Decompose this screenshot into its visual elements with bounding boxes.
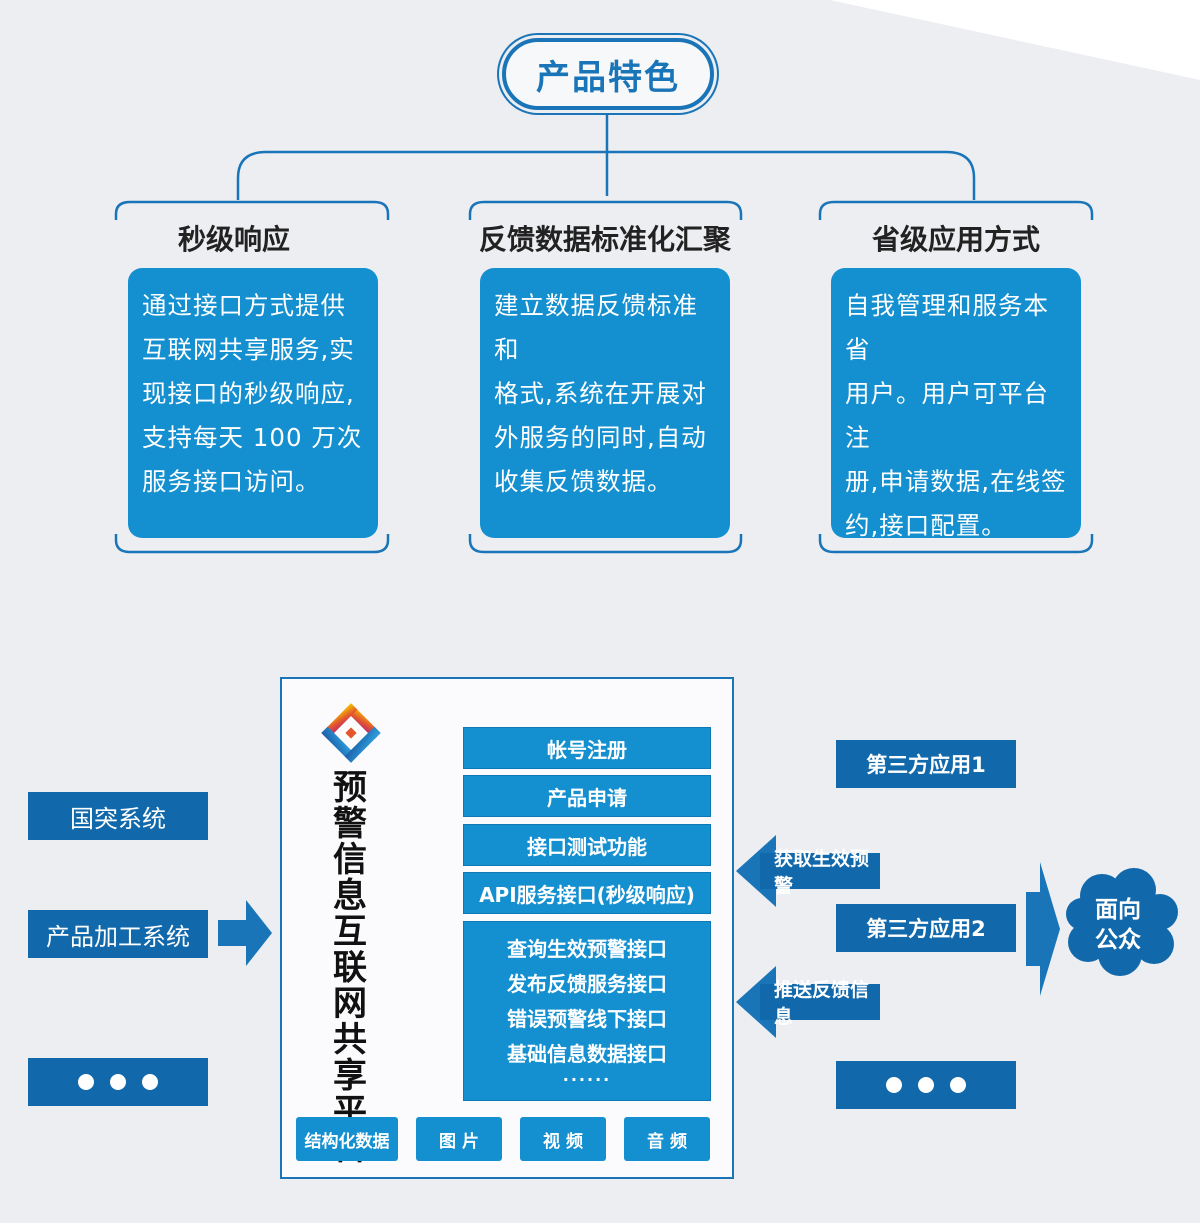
public-label: 面向 公众 [1078,895,1158,955]
feature-line: 用户。用户可平台注 [845,379,1049,452]
system-guotu: 国突系统 [28,792,208,840]
platform-title-vertical: 预 警 信 息 互 联 网 共 享 平 台 [330,770,370,1166]
dot [886,1077,902,1093]
feature-line: 通过接口方式提供 [142,291,346,320]
feature-line: 互联网共享服务,实 [142,335,355,364]
feature-title-3: 省级应用方式 [871,223,1040,256]
public-label-line: 面向 [1095,897,1141,923]
media-audio[interactable]: 音 频 [624,1117,710,1161]
title-char: 网 [333,984,367,1024]
title-char: 共 [333,1020,367,1060]
feature-line: 格式,系统在开展对 [494,379,707,408]
more-systems-ellipsis [28,1058,208,1106]
media-image[interactable]: 图 片 [416,1117,502,1161]
feature-line: 服务接口访问。 [142,467,321,496]
menu-interface-test[interactable]: 接口测试功能 [463,824,711,866]
arrow-right-icon [1026,862,1060,996]
title-char: 警 [333,804,367,844]
dot [142,1074,158,1090]
dot [78,1074,94,1090]
api-item: 查询生效预警接口 [507,937,667,961]
platform-logo [321,703,381,763]
feature-line: 收集反馈数据。 [494,467,673,496]
title-char: 享 [333,1056,367,1096]
media-structured-data[interactable]: 结构化数据 [296,1117,398,1161]
feature-line: 册,申请数据,在线签 [845,467,1067,496]
third-party-app-1: 第三方应用1 [836,740,1016,788]
media-video[interactable]: 视 频 [520,1117,606,1161]
more-apps-ellipsis [836,1061,1016,1109]
dot [918,1077,934,1093]
title-char: 息 [333,876,367,916]
dot [950,1077,966,1093]
third-party-app-2: 第三方应用2 [836,904,1016,952]
feature-box-1: 通过接口方式提供 互联网共享服务,实 现接口的秒级响应, 支持每天 100 万次… [128,268,378,538]
corner-decoration [830,0,1200,80]
menu-api-service[interactable]: API服务接口(秒级响应) [463,872,711,914]
title-char: 互 [333,912,367,952]
feature-line: 外服务的同时,自动 [494,423,707,452]
api-item: 基础信息数据接口 [507,1042,667,1066]
api-list: 查询生效预警接口 发布反馈服务接口 错误预警线下接口 基础信息数据接口 ····… [463,921,711,1101]
feature-box-2: 建立数据反馈标准和 格式,系统在开展对 外服务的同时,自动 收集反馈数据。 [480,268,730,538]
feature-line: 支持每天 100 万次 [142,423,363,452]
arrow-label-push-feedback: 推送反馈信息 [760,979,880,1028]
api-item: 发布反馈服务接口 [507,972,667,996]
page-title: 产品特色 [502,38,714,110]
feature-line: 约,接口配置。 [845,511,1007,540]
api-item: 错误预警线下接口 [507,1007,667,1031]
public-label-line: 公众 [1095,927,1141,953]
feature-title-1: 秒级响应 [177,223,290,256]
cloud-icon [1066,868,1178,976]
title-char: 信 [333,840,367,880]
title-char: 预 [333,768,367,808]
feature-line: 自我管理和服务本省 [845,291,1049,364]
dot [110,1074,126,1090]
title-char: 联 [333,948,367,988]
arrow-label-get-warning: 获取生效预警 [760,848,880,897]
system-product-processing: 产品加工系统 [28,910,208,958]
api-more-ellipsis: ······ [562,1070,612,1089]
menu-account-register[interactable]: 帐号注册 [463,727,711,769]
feature-line: 现接口的秒级响应, [142,379,355,408]
feature-box-3: 自我管理和服务本省 用户。用户可平台注 册,申请数据,在线签 约,接口配置。 [831,268,1081,540]
feature-line: 建立数据反馈标准和 [494,291,698,364]
arrow-right-icon [218,900,272,966]
menu-product-apply[interactable]: 产品申请 [463,775,711,817]
feature-title-2: 反馈数据标准化汇聚 [478,223,731,256]
